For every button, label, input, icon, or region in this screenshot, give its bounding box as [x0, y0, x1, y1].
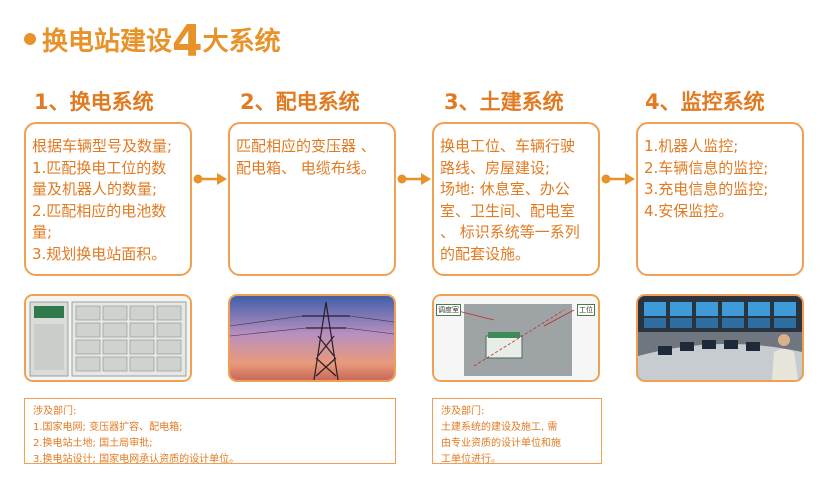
box-line: 的配套设施。 [440, 244, 531, 263]
arrow-right-icon [601, 173, 635, 185]
arrow-right-icon [193, 173, 227, 185]
site-layout-photo: 调度室 工位 [432, 294, 600, 382]
box-line: 3.充电信息的监控; [644, 180, 769, 198]
box-line: 量及机器人的数量; [32, 180, 158, 198]
note-line: 土建系统的建设及施工, 需 [441, 422, 558, 433]
note-line: 3.换电站设计; 国家电网承认资质的设计单位。 [33, 454, 240, 465]
monitoring-room-photo [636, 294, 804, 382]
civil-system-box: 换电工位、车辆行驶 路线、房屋建设; 场地: 休息室、办公 室、卫生间、配电室 … [432, 122, 600, 276]
site-label-left: 调度室 [436, 304, 461, 316]
box-line: 场地: 休息室、办公 [440, 180, 570, 198]
departments-note-left: 涉及部门: 1.国家电网; 变压器扩容、配电箱; 2.换电站土地; 国土局审批;… [24, 398, 396, 465]
box-line: 路线、房屋建设; [440, 158, 551, 177]
site-label-right: 工位 [577, 304, 595, 316]
battery-swap-station-photo [24, 294, 192, 382]
heading-swap-system: 1、换电系统 [34, 90, 154, 114]
box-line: 换电工位、车辆行驶 [440, 137, 576, 155]
page-title: 换电站建设4大系统 [42, 14, 281, 64]
box-line: 匹配相应的变压器 、 [236, 137, 376, 155]
heading-monitoring-system: 4、监控系统 [645, 90, 765, 114]
box-line: 根据车辆型号及数量; [32, 137, 173, 155]
box-line: 2.车辆信息的监控; [644, 158, 769, 177]
box-line: 2.匹配相应的电池数 [32, 201, 167, 220]
monitoring-system-box: 1.机器人监控; 2.车辆信息的监控; 3.充电信息的监控; 4.安保监控。 [636, 122, 804, 276]
note-line: 工单位进行。 [441, 454, 501, 465]
title-bullet-icon [24, 33, 36, 45]
title-prefix: 换电站建设 [42, 27, 173, 57]
note-line: 1.国家电网; 变压器扩容、配电箱; [33, 422, 183, 433]
power-transmission-tower-photo [228, 294, 396, 382]
note-line: 由专业资质的设计单位和施 [441, 438, 561, 449]
box-line: 4.安保监控。 [644, 201, 734, 220]
title-suffix: 大系统 [202, 27, 281, 57]
heading-civil-system: 3、土建系统 [444, 90, 564, 114]
arrow-right-icon [397, 173, 431, 185]
note-line: 涉及部门: [441, 406, 485, 417]
note-line: 2.换电站土地; 国土局审批; [33, 438, 153, 449]
box-line: 室、卫生间、配电室 [440, 201, 576, 220]
box-line: 1.机器人监控; [644, 137, 739, 155]
departments-note-right: 涉及部门: 土建系统的建设及施工, 需 由专业资质的设计单位和施 工单位进行。 [432, 398, 602, 465]
box-line: 、 标识系统等一系列 [440, 223, 580, 241]
distribution-system-box: 匹配相应的变压器 、 配电箱、 电缆布线。 [228, 122, 396, 276]
box-line: 量; [32, 223, 53, 241]
box-line: 1.匹配换电工位的数 [32, 158, 167, 177]
title-number: 4 [172, 16, 203, 67]
box-line: 3.规划换电站面积。 [32, 244, 167, 263]
box-line: 配电箱、 电缆布线。 [236, 158, 376, 177]
note-line: 涉及部门: [33, 406, 77, 417]
swap-system-box: 根据车辆型号及数量; 1.匹配换电工位的数 量及机器人的数量; 2.匹配相应的电… [24, 122, 192, 276]
heading-distribution-system: 2、配电系统 [240, 90, 360, 114]
